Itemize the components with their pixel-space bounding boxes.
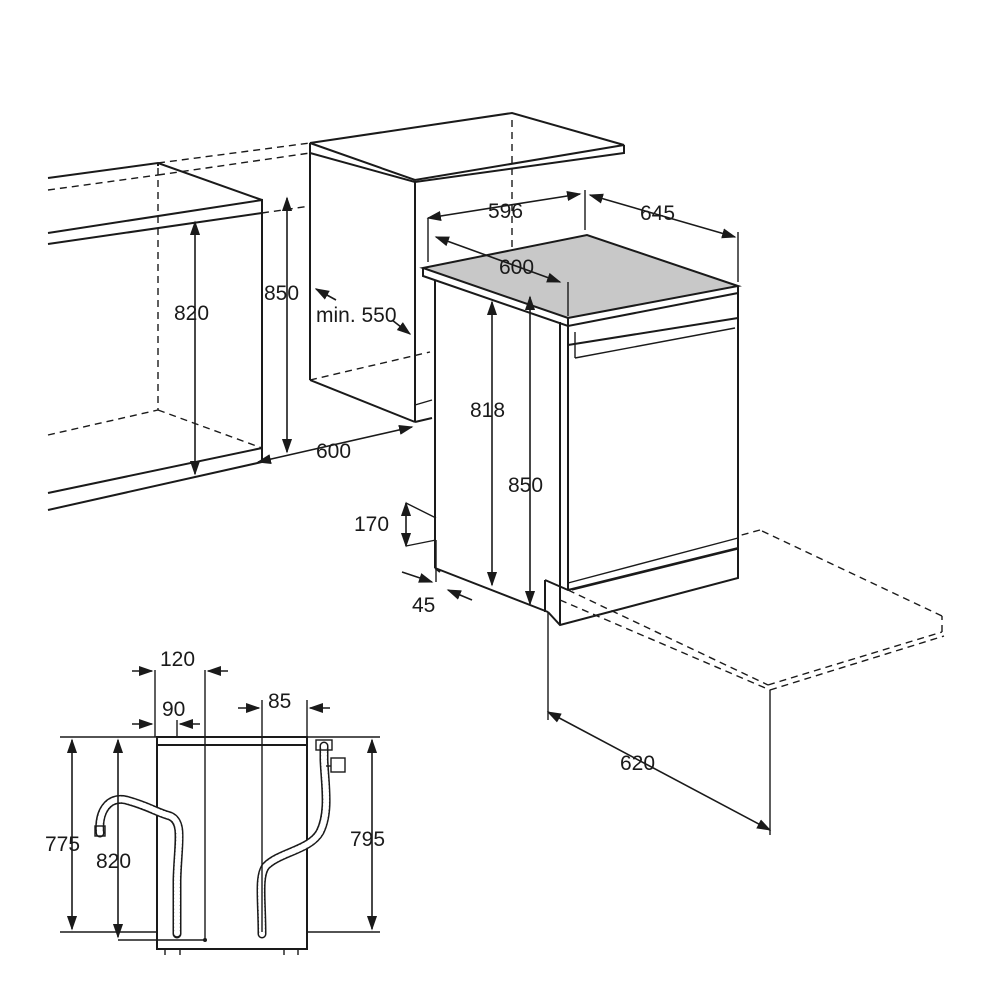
dim-hose-offset-120: 120 (160, 648, 195, 671)
dim-min-width: min. 550 (316, 304, 397, 327)
hose-detail-labels: 120 90 85 775 820 795 (45, 648, 385, 873)
dim-hose-height-820: 820 (96, 850, 131, 873)
dimension-lines (189, 190, 772, 835)
dim-plinth-height: 170 (354, 513, 389, 536)
right-cabinet (157, 111, 625, 423)
dim-niche-depth: 600 (316, 440, 351, 463)
dim-overall-depth: 645 (640, 202, 675, 225)
dim-plinth-depth: 45 (412, 594, 435, 617)
dim-top-depth: 600 (499, 256, 534, 279)
dim-hose-offset-85: 85 (268, 690, 291, 713)
dim-door-open-depth: 620 (620, 752, 655, 775)
dishwasher-worktop (419, 233, 742, 320)
open-door-outline (559, 529, 945, 691)
dim-appliance-height: 850 (508, 474, 543, 497)
dim-cabinet-height: 820 (174, 302, 209, 325)
main-view-labels: 596 645 600 820 850 min. 550 600 818 850… (174, 200, 675, 775)
dim-niche-height: 850 (264, 282, 299, 305)
dim-hose-height-775: 775 (45, 833, 80, 856)
hose-detail-view (60, 665, 380, 955)
dim-worktop-width: 596 (488, 200, 523, 223)
dim-hose-height-795: 795 (350, 828, 385, 851)
dim-hose-offset-90: 90 (162, 698, 185, 721)
dim-body-height: 818 (470, 399, 505, 422)
left-cabinet (47, 142, 311, 511)
dishwasher (419, 233, 742, 627)
